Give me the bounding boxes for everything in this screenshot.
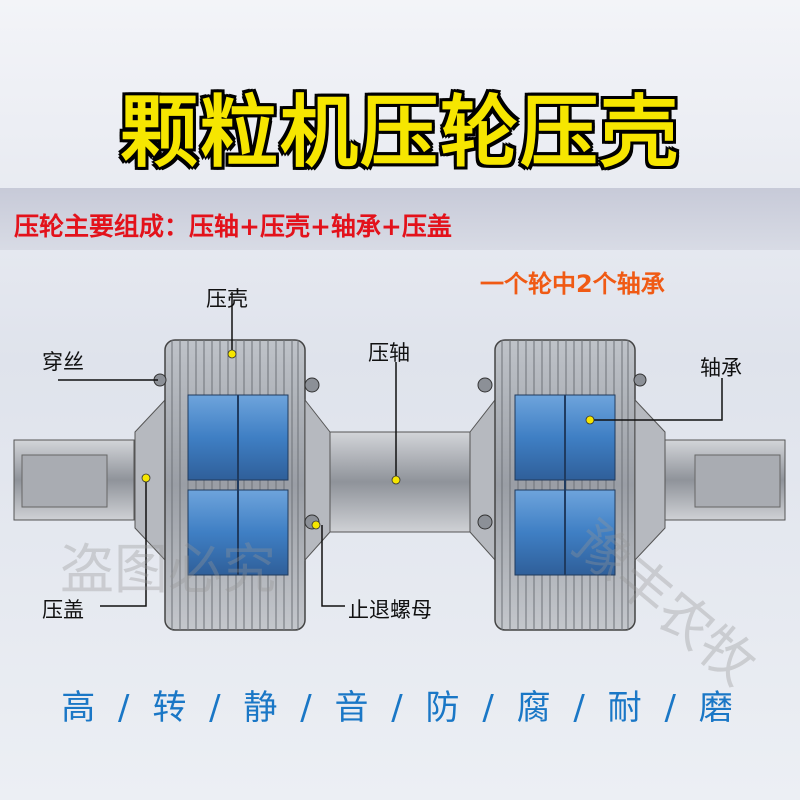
watermark-left: 盗图必究	[60, 538, 276, 601]
left-hub	[304, 398, 331, 562]
shell-dot	[227, 349, 237, 359]
page-title: 颗粒机压轮压壳	[119, 88, 680, 178]
cover-dot	[141, 473, 151, 483]
label-thread: 穿丝	[42, 350, 84, 374]
composition-subtitle: 压轮主要组成：压轴+压壳+轴承+压盖	[14, 212, 452, 241]
label-cover: 压盖	[42, 598, 84, 622]
label-shell: 压壳	[206, 287, 248, 311]
label-axle: 压轴	[368, 341, 410, 365]
center-axle	[329, 431, 471, 533]
right-hub	[469, 398, 496, 562]
right-shaft-flat	[694, 454, 781, 508]
lock-nut-leader	[321, 525, 345, 607]
left-shaft-flat	[21, 454, 108, 508]
left-roller	[134, 339, 331, 631]
bearing-dot	[585, 415, 595, 425]
right-roller	[469, 339, 666, 631]
lock-nut-dot	[311, 520, 321, 530]
bearing-leader	[590, 378, 723, 421]
bearing-note: 一个轮中2个轴承	[480, 270, 665, 298]
slogan: 高 / 转 / 静 / 音 / 防 / 腐 / 耐 / 磨	[61, 688, 739, 728]
left-nut-top-icon	[304, 377, 320, 393]
right-nut-top-icon	[477, 377, 493, 393]
label-bearing: 轴承	[700, 356, 742, 380]
right-nut-bottom-icon	[477, 514, 493, 530]
subtitle-band	[0, 188, 800, 250]
cover-leader	[100, 480, 147, 607]
right-bolt-icon	[633, 373, 647, 387]
label-lock-nut: 止退螺母	[348, 598, 432, 622]
right-cover	[634, 398, 666, 562]
axle-dot	[391, 475, 401, 485]
